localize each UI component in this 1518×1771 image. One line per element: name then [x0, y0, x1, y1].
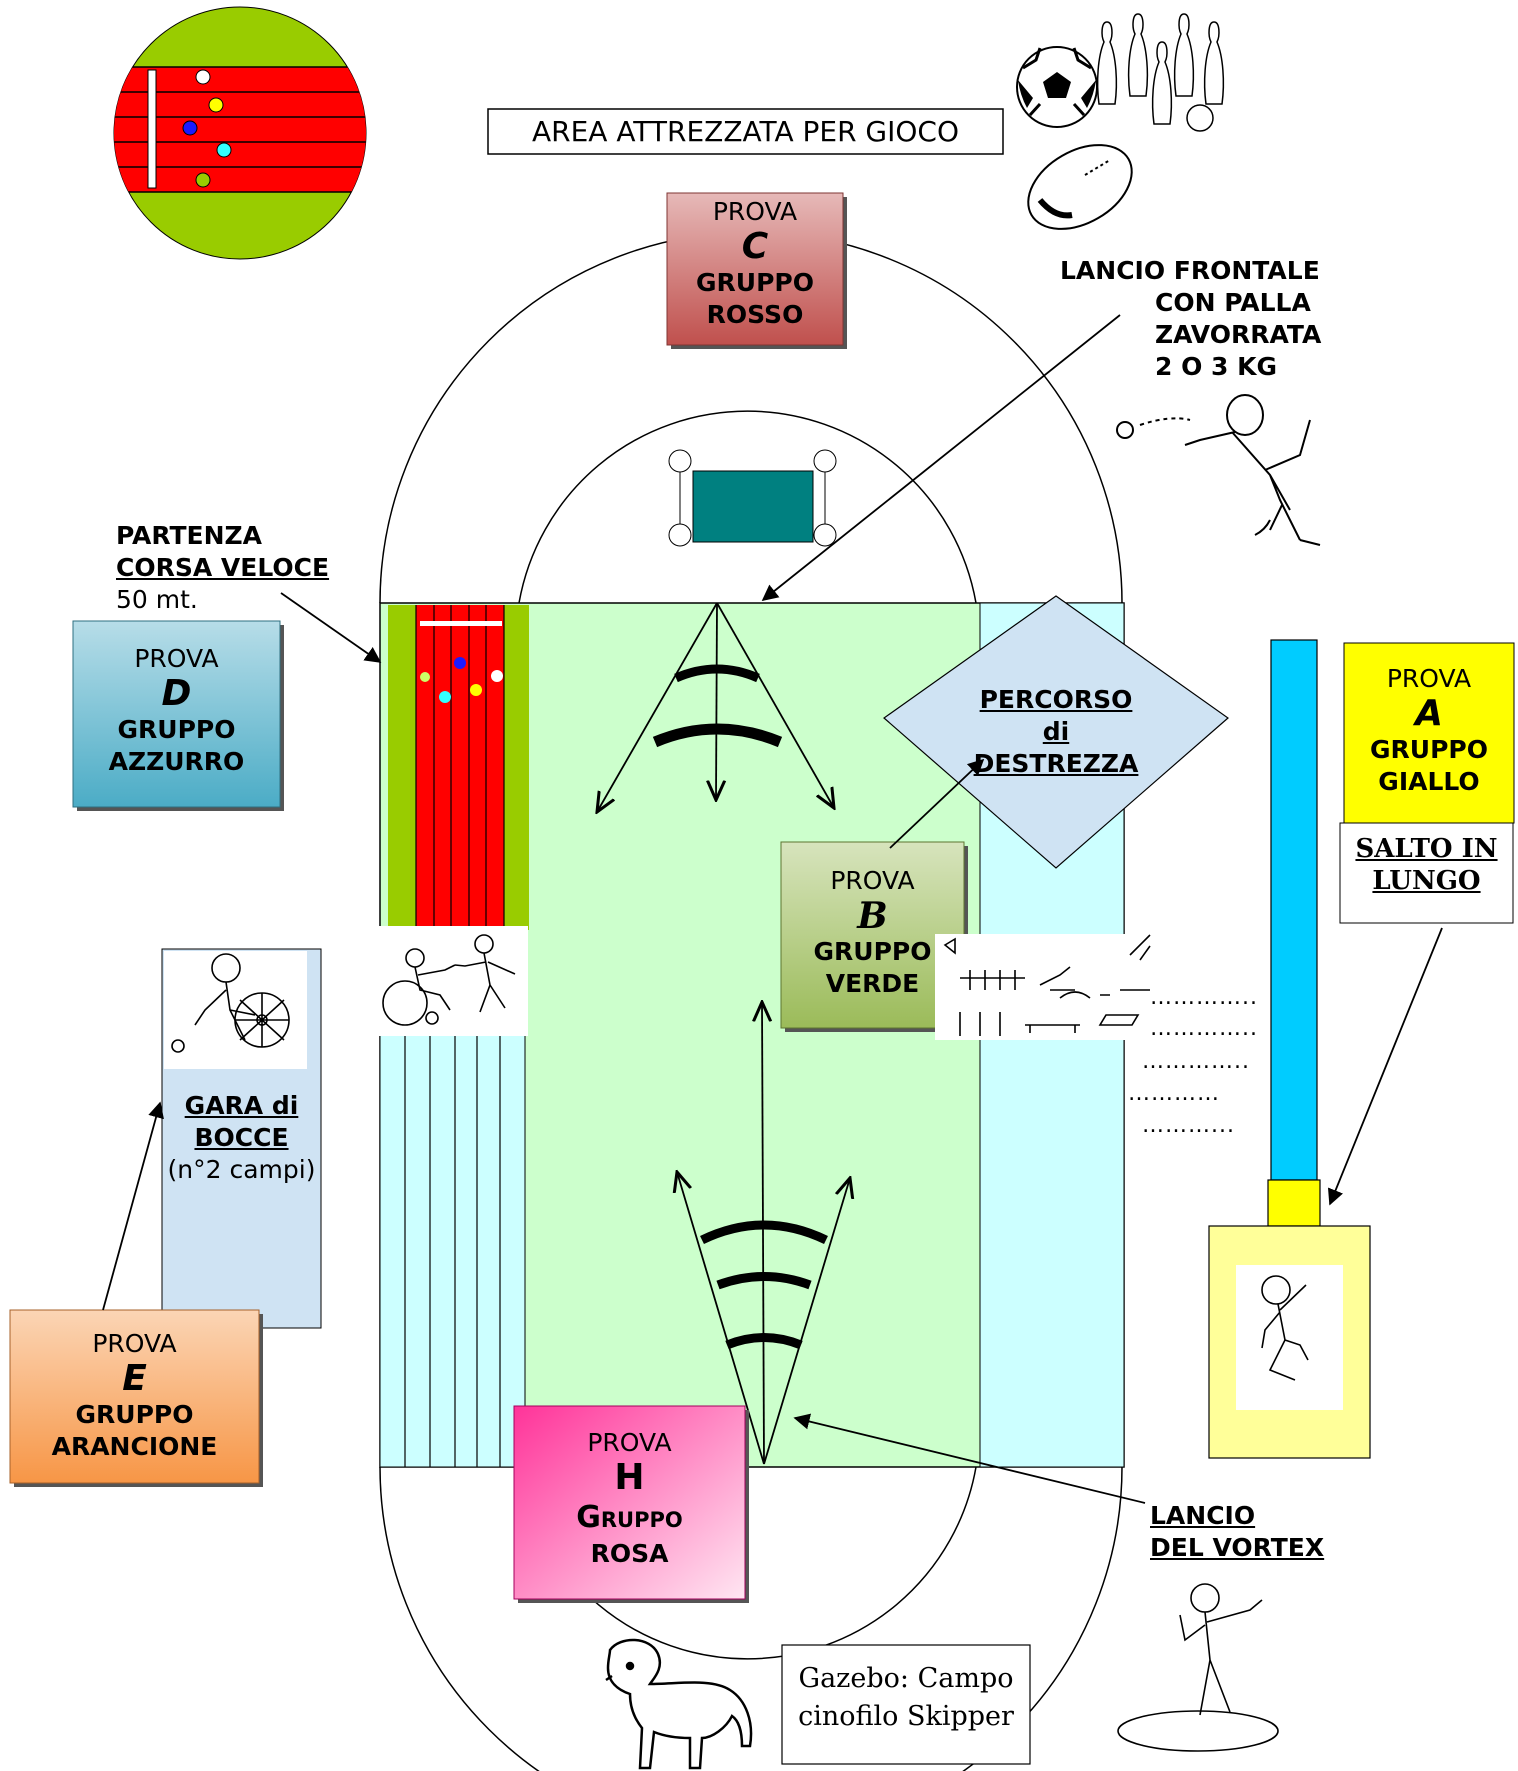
dots-line-5: ………...: [1142, 1113, 1235, 1138]
obstacle-course-icon: [935, 934, 1151, 1040]
arrows: [102, 314, 1443, 1504]
station-c-group-1: GRUPPO: [696, 268, 814, 297]
station-e-group-2: ARANCIONE: [51, 1432, 218, 1461]
area-attrezzata-box: [487, 108, 1004, 155]
lancio-frontale-line-2: CON PALLA: [1155, 288, 1311, 317]
gazebo-line-1: Gazebo: Campo: [798, 1663, 1014, 1694]
partenza-line-1: PARTENZA: [116, 521, 263, 550]
partenza-line-3: 50 mt.: [116, 585, 198, 614]
wheelchair-runner-icon: [374, 926, 528, 1036]
percorso-line-1: PERCORSO: [979, 685, 1133, 714]
lancio-frontale-line-4: 2 O 3 KG: [1155, 352, 1278, 381]
station-h-letter: H: [614, 1457, 645, 1498]
percorso-diamond: [883, 595, 1229, 869]
vortex-line-2: DEL VORTEX: [1150, 1533, 1325, 1562]
soccer-ball-icon: [1016, 46, 1098, 128]
station-b-group-1: GRUPPO: [813, 937, 932, 966]
mini-track-icon: [113, 6, 367, 260]
jumper-icon: [1261, 1275, 1309, 1381]
lancio-frontale-label: LANCIO FRONTALE CON PALLA ZAVORRATA 2 O …: [1060, 255, 1321, 383]
salto-label-1: SALTO IN: [1355, 834, 1498, 864]
gazebo-label: Gazebo: Campo cinofilo Skipper: [782, 1660, 1030, 1736]
rugby-ball-icon: [1027, 144, 1133, 230]
station-boxes: [9, 192, 1515, 1603]
station-a-group-1: GRUPPO: [1370, 735, 1488, 764]
partenza-line-2: CORSA VELOCE: [116, 553, 330, 582]
dots-line-2: …………..: [1150, 1016, 1258, 1041]
salto-label-2: LUNGO: [1372, 866, 1481, 896]
dog-icon: [605, 1638, 753, 1770]
station-b-letter: B: [857, 895, 888, 937]
salto-label: SALTO IN LUNGO: [1340, 833, 1513, 897]
station-c-letter: C: [741, 226, 769, 267]
station-d-prova: PROVA: [134, 644, 219, 673]
station-c: PROVA C GRUPPO ROSSO: [667, 197, 843, 331]
bocce-label: GARA di BOCCE (n°2 campi): [162, 1090, 321, 1186]
gazebo-line-2: cinofilo Skipper: [798, 1701, 1014, 1732]
partenza-label: PARTENZA CORSA VELOCE 50 mt.: [116, 520, 329, 616]
bocce-player-icon: [171, 953, 290, 1053]
dots-line-1: …………..: [1150, 985, 1258, 1010]
station-e-letter: E: [122, 1358, 147, 1399]
station-h-group-2: ROSA: [590, 1539, 669, 1568]
station-a-prova: PROVA: [1386, 664, 1472, 693]
station-e-group-1: GRUPPO: [75, 1400, 194, 1429]
station-c-group-2: ROSSO: [706, 300, 804, 329]
bowling-pins-icon: [1096, 13, 1225, 132]
lancio-frontale-line-3: ZAVORRATA: [1155, 320, 1322, 349]
station-d-group-1: GRUPPO: [117, 715, 236, 744]
vortex-thrower-icon: [1117, 1583, 1279, 1752]
lancio-frontale-line-1: LANCIO FRONTALE: [1060, 256, 1320, 285]
station-a-letter: A: [1415, 693, 1443, 734]
percorso-line-3: DESTREZZA: [973, 749, 1139, 778]
bocce-line-1: GARA di: [184, 1091, 299, 1120]
station-d: PROVA D GRUPPO AZZURRO: [73, 644, 280, 778]
station-e-prova: PROVA: [92, 1329, 177, 1358]
bocce-line-3: (n°2 campi): [167, 1155, 316, 1184]
station-b-group-2: VERDE: [825, 969, 920, 998]
thrower-icon: [1116, 394, 1321, 546]
dots-line-4: …………: [1128, 1081, 1220, 1106]
gazebo-box: [781, 1644, 1031, 1765]
station-a: PROVA A GRUPPO GIALLO: [1344, 664, 1514, 798]
station-h-group-1: Gruppo: [576, 1500, 683, 1535]
throwing-sector-bottom: [677, 1002, 850, 1465]
vortex-label: LANCIO DEL VORTEX: [1150, 1500, 1324, 1564]
station-d-letter: D: [161, 673, 192, 714]
long-jump-runway: [1208, 639, 1371, 1459]
station-a-group-2: GIALLO: [1378, 767, 1480, 796]
station-b: PROVA B GRUPPO VERDE: [781, 866, 964, 1000]
vortex-line-1: LANCIO: [1150, 1501, 1256, 1530]
teal-mat: [668, 449, 837, 547]
throwing-sector-top: [597, 602, 834, 812]
station-h-prova: PROVA: [587, 1428, 672, 1457]
station-d-group-2: AZZURRO: [108, 747, 245, 776]
station-c-prova: PROVA: [712, 197, 798, 226]
station-h: PROVA H Gruppo ROSA: [514, 1428, 745, 1570]
station-b-prova: PROVA: [830, 866, 915, 895]
station-e: PROVA E GRUPPO ARANCIONE: [10, 1329, 259, 1463]
dots-line-3: …………..: [1142, 1049, 1250, 1074]
area-attrezzata-label: AREA ATTREZZATA PER GIOCO: [531, 115, 960, 148]
percorso-line-2: di: [1042, 717, 1070, 746]
percorso-label: PERCORSO di DESTREZZA: [946, 684, 1166, 780]
bocce-line-2: BOCCE: [194, 1123, 289, 1152]
